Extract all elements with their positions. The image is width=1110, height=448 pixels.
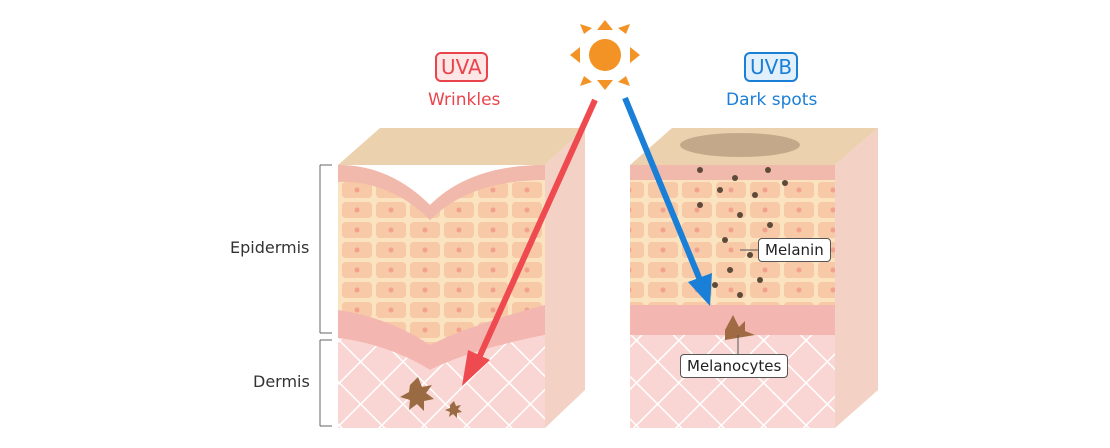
epidermis-bracket [319, 164, 332, 334]
uva-effect-label: Wrinkles [428, 90, 501, 110]
uva-skin-block [338, 128, 585, 428]
damaged-collagen-icon [400, 377, 434, 411]
dermis-bracket [319, 339, 332, 427]
damaged-collagen-icon [445, 401, 462, 418]
uvb-effect-label: Dark spots [726, 90, 818, 110]
melanocytes-callout: Melanocytes [680, 354, 789, 378]
melanocyte-icon [725, 315, 755, 340]
uvb-badge: UVB [744, 52, 799, 82]
sun-icon [570, 20, 640, 90]
melanin-granules [697, 167, 788, 298]
uvb-arrow [622, 96, 712, 306]
melanin-callout: Melanin [758, 238, 831, 262]
uva-arrow [462, 98, 598, 386]
epidermis-label: Epidermis [230, 238, 310, 257]
dark-spot [680, 133, 800, 157]
dermis-label: Dermis [253, 372, 310, 391]
uvb-skin-block [630, 128, 878, 428]
uva-badge: UVA [435, 52, 488, 82]
